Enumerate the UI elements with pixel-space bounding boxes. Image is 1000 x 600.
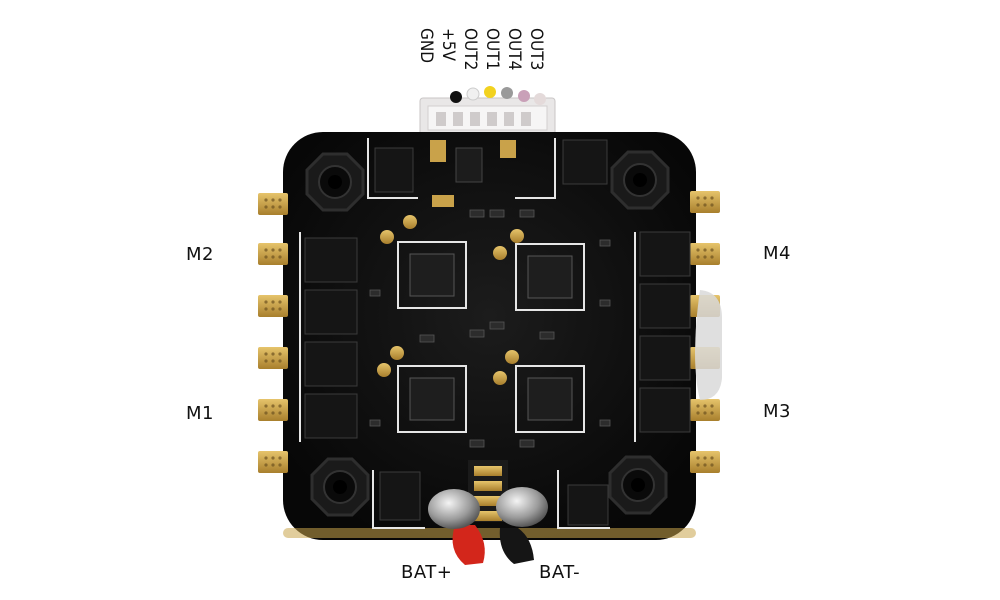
test-points [377,215,524,385]
pin-label: OUT4 [504,28,524,71]
battery-label-minus: BAT- [539,562,581,583]
silkscreen [299,138,636,529]
bat-plus-solder [428,489,480,529]
battery-terminals [428,460,548,565]
wire-5v [466,87,480,101]
mcu-chips [397,241,585,433]
pin-label: GND [416,28,436,64]
regulator-chips [374,139,609,526]
wire-out4 [518,90,530,102]
wire-out1 [501,87,513,99]
wire-out2 [484,86,496,98]
bat-plus-wire [452,525,485,565]
mounting-holes [305,150,670,517]
solder-blob [695,290,722,400]
mosfets-right [639,231,691,433]
jst-connector [419,86,556,137]
motor-label-m2: M2 [186,244,214,265]
motor-label-m4: M4 [763,243,791,264]
pin-label: OUT1 [482,28,502,71]
mosfets-left [304,237,358,439]
wire-out3 [534,93,546,105]
pin-label: OUT3 [526,28,546,71]
battery-label-plus: BAT+ [401,562,453,583]
bat-minus-solder [496,487,548,527]
pin-label: OUT2 [460,28,480,71]
motor-label-m3: M3 [763,401,791,422]
wire-gnd [450,91,462,103]
motor-label-m1: M1 [186,403,214,424]
bat-minus-wire [499,528,534,564]
pin-label: +5V [438,28,458,62]
